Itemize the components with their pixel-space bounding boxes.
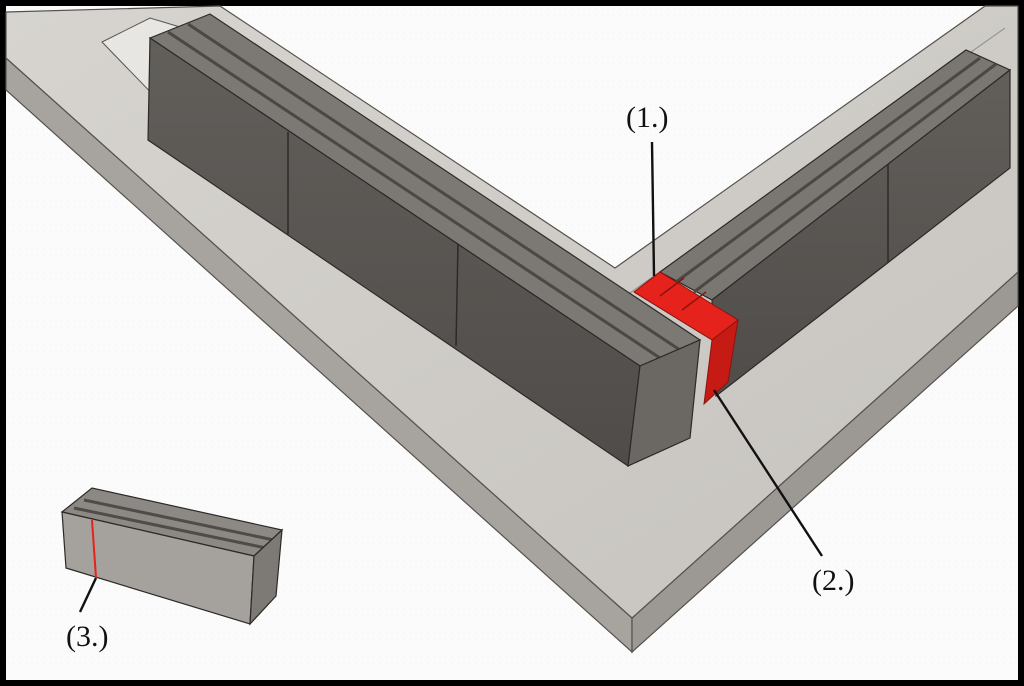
left-wall — [147, 13, 702, 468]
right-wall-groove-2 — [693, 62, 997, 294]
left-wall-joint-2 — [455, 243, 459, 347]
leader-line-3 — [78, 577, 98, 613]
detached-block-red-line — [91, 519, 97, 579]
right-wall-groove-1 — [675, 56, 981, 284]
detached-block-groove-2 — [83, 498, 275, 542]
callout-1-label: (1.) — [626, 101, 669, 134]
leader-line-1 — [650, 141, 656, 277]
red-insert-front — [703, 318, 739, 406]
callout-3-label: (3.) — [66, 620, 109, 653]
left-wall-groove-2 — [187, 22, 681, 352]
red-insert-rib-2 — [681, 291, 707, 311]
left-wall-end-face — [627, 339, 701, 467]
red-insert-rib-1 — [659, 277, 685, 297]
detached-block-end — [249, 528, 283, 626]
callout-2-label: (2.) — [812, 564, 855, 597]
left-wall-groove-1 — [167, 30, 661, 360]
detached-block — [60, 487, 284, 626]
leader-line-2 — [712, 389, 824, 557]
detached-block-groove-1 — [73, 506, 267, 550]
red-corner-insert — [633, 271, 739, 406]
